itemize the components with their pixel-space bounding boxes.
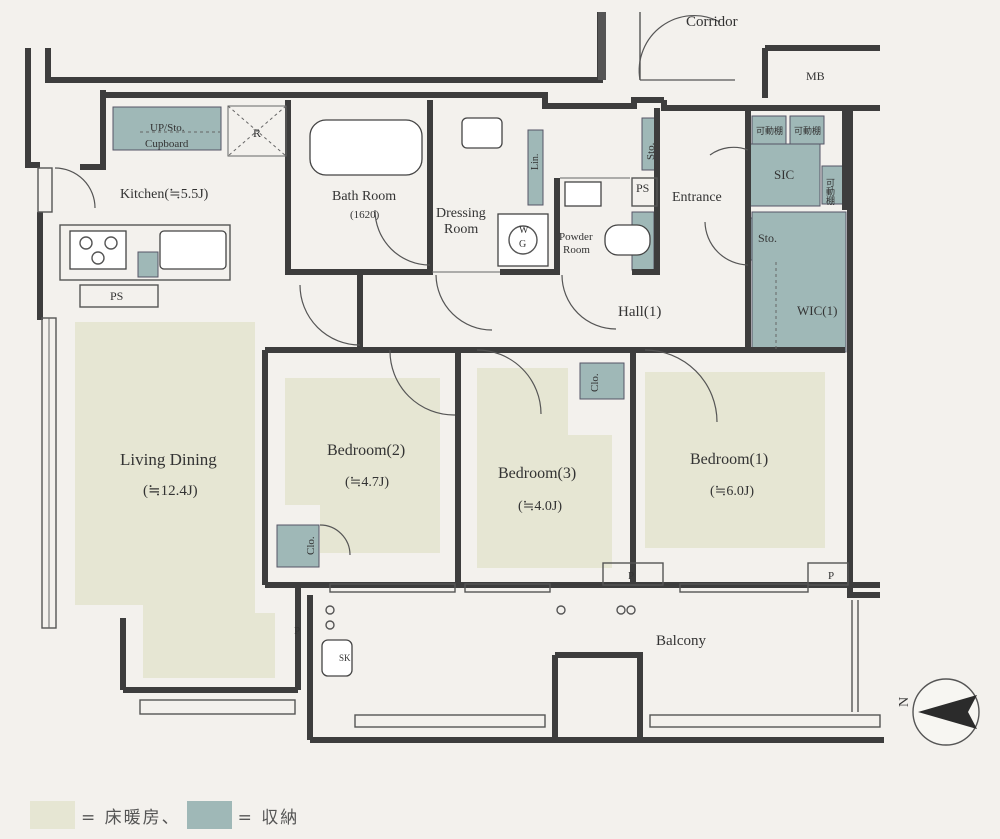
powder-door <box>561 274 617 330</box>
doors <box>54 15 749 556</box>
r-label: R <box>253 126 261 140</box>
upsto-label: UP/Sto. <box>150 122 185 134</box>
kadou1-label: 可動棚 <box>756 125 783 136</box>
clo-door <box>319 524 351 556</box>
ps-hall-label: PS <box>636 181 649 195</box>
balcony-label: Balcony <box>656 633 706 649</box>
lin-storage <box>527 129 544 206</box>
living-size-label: (≒12.4J) <box>143 483 198 499</box>
bathtub <box>309 119 423 176</box>
slop-sink <box>321 639 353 677</box>
washer-w-label: W <box>519 225 529 236</box>
clo2-storage <box>579 362 625 400</box>
sto1-label: Sto. <box>645 142 657 160</box>
bed3-size-label: (≒4.0J) <box>518 499 562 514</box>
compass-needle-icon <box>918 695 977 729</box>
fixtures <box>69 117 651 677</box>
washer-g-label: G <box>519 239 526 250</box>
p-balcony-mid-label: P <box>628 570 634 582</box>
kadou2-label: 可動棚 <box>794 125 821 136</box>
powder-label: Powder <box>559 231 593 243</box>
bed3-door <box>476 349 542 415</box>
hall-label: Hall(1) <box>618 304 661 320</box>
bed3-label: Bedroom(3) <box>498 465 576 482</box>
bedroom1-floor <box>645 372 825 548</box>
floor-heating-zones <box>75 322 825 678</box>
sk-label: SK <box>339 653 351 663</box>
powder-room-label: Room <box>563 244 590 256</box>
cupboard-label: Cupboard <box>145 138 189 150</box>
clo1-label: Clo. <box>305 536 317 555</box>
bed2-label: Bedroom(2) <box>327 442 405 459</box>
bath-label: Bath Room <box>332 189 396 204</box>
mb-label: MB <box>806 69 825 83</box>
clo1-storage <box>276 524 320 568</box>
entrance-label: Entrance <box>672 190 722 205</box>
ps-kitchen-label: PS <box>110 289 123 303</box>
sic-label: SIC <box>774 167 794 182</box>
legend-storage-label: = 収納 <box>237 807 300 828</box>
entrance-door <box>704 221 749 266</box>
corridor-label: Corridor <box>686 14 738 30</box>
clo2-label: Clo. <box>589 373 601 392</box>
kadou1-storage <box>751 115 787 145</box>
powder-sink <box>564 181 602 207</box>
bath-size-label: (1620) <box>350 209 380 221</box>
bedroom3-floor <box>477 368 612 568</box>
bed1-door <box>644 349 718 423</box>
kadou3-label: 可動棚 <box>825 178 835 206</box>
bed2-door <box>389 349 456 416</box>
legend-floor-heating-swatch <box>30 801 75 829</box>
dressing-room-label: Room <box>444 222 478 237</box>
kitchen-label: Kitchen(≒5.5J) <box>120 187 209 202</box>
compass-north-label: N <box>897 697 912 707</box>
kitchen-sink <box>159 230 227 270</box>
p-balcony-left-label: P <box>294 625 300 637</box>
legend: = 床暖房、 = 収納 <box>30 800 305 830</box>
hall-door1 <box>299 284 361 346</box>
upsto-storage <box>112 106 222 151</box>
stove <box>69 230 127 270</box>
bedroom2-floor <box>285 378 440 553</box>
storage-zones <box>112 106 849 568</box>
dressing-label: Dressing <box>436 206 486 221</box>
sto2-label: Sto. <box>758 231 777 245</box>
living-dining-floor <box>75 322 275 678</box>
bath-basin <box>461 117 503 149</box>
sic-storage <box>749 143 821 207</box>
legend-storage-swatch <box>186 801 232 829</box>
kitchen-door <box>54 167 96 209</box>
bed2-size-label: (≒4.7J) <box>345 475 389 490</box>
details <box>37 12 881 728</box>
p-balcony-right-label: P <box>828 570 834 582</box>
legend-floor-heating-label: = 床暖房、 <box>81 807 181 828</box>
bed1-size-label: (≒6.0J) <box>710 484 754 499</box>
compass: N <box>897 678 980 746</box>
toilet <box>604 224 651 256</box>
wic-label: WIC(1) <box>797 303 837 318</box>
hall-upper-door <box>709 146 749 156</box>
living-label: Living Dining <box>120 450 217 469</box>
entry-door <box>638 15 735 81</box>
bath-door <box>374 209 431 266</box>
washer <box>497 213 549 267</box>
kitchen-side-storage <box>137 251 159 278</box>
walls <box>25 12 884 743</box>
lin-label: Lin. <box>530 154 541 170</box>
bed1-label: Bedroom(1) <box>690 451 768 468</box>
dressing-door <box>435 274 493 331</box>
